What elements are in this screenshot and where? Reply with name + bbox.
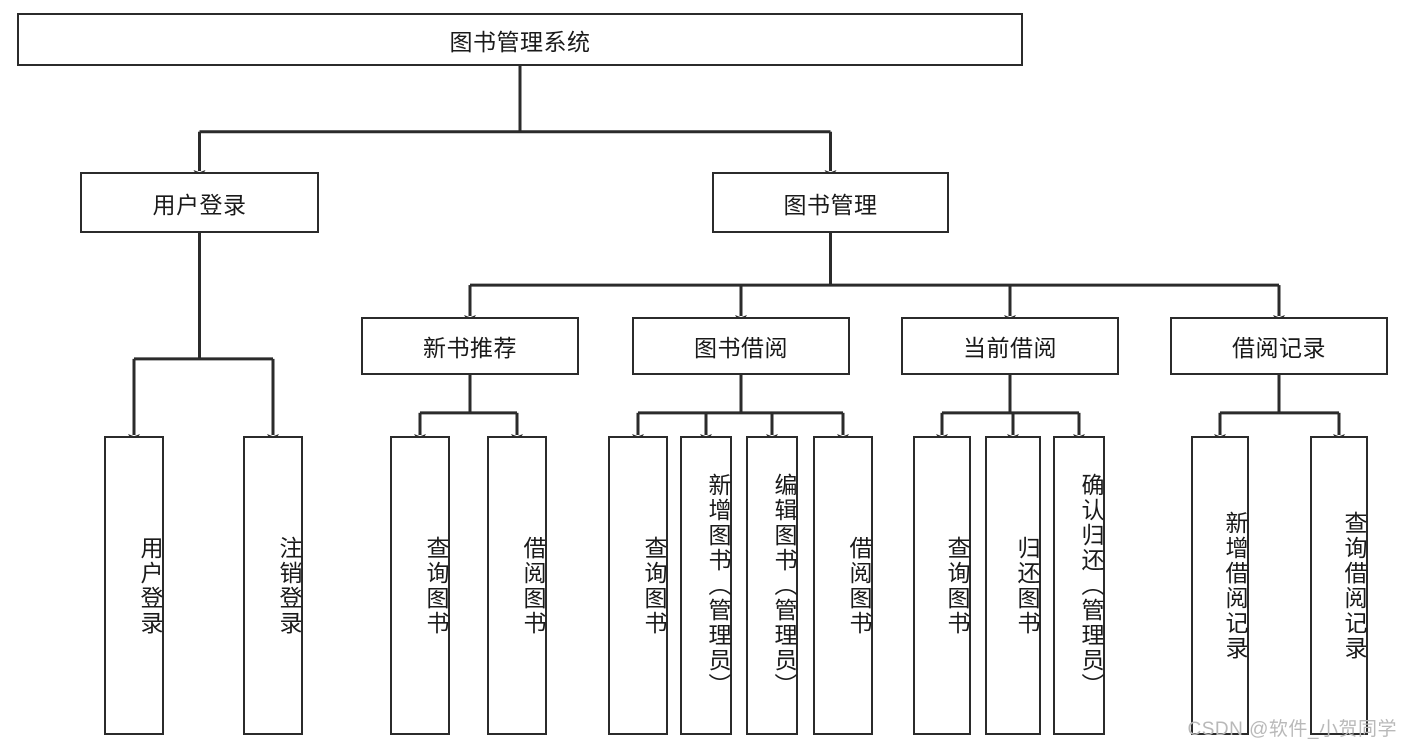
node-book-borrow[interactable]: 图书借阅: [632, 317, 850, 375]
leaf-query-book-cur[interactable]: 查询图书: [913, 436, 971, 735]
leaf-return-book-label: 归还图书: [1014, 535, 1040, 636]
leaf-user-login-label: 用户登录: [137, 535, 163, 636]
leaf-borrow-book-rec[interactable]: 借阅图书: [487, 436, 547, 735]
leaf-user-login[interactable]: 用户登录: [104, 436, 164, 735]
leaf-return-book[interactable]: 归还图书: [985, 436, 1041, 735]
leaf-borrow-book-rec-label: 借阅图书: [520, 535, 546, 636]
node-new-book-recommend-label: 新书推荐: [423, 335, 517, 361]
leaf-query-borrow-record[interactable]: 查询借阅记录: [1310, 436, 1368, 735]
leaf-query-book-borrow-label: 查询图书: [641, 535, 667, 636]
leaf-query-book-borrow[interactable]: 查询图书: [608, 436, 668, 735]
leaf-edit-book[interactable]: 编辑图书（管理员）: [746, 436, 798, 735]
node-root[interactable]: 图书管理系统: [17, 13, 1023, 66]
node-book-management-label: 图书管理: [783, 191, 878, 218]
node-user-login-label: 用户登录: [152, 191, 247, 218]
leaf-query-book-rec[interactable]: 查询图书: [390, 436, 450, 735]
node-user-login[interactable]: 用户登录: [80, 172, 319, 233]
node-root-label: 图书管理系统: [449, 28, 591, 55]
node-borrow-record[interactable]: 借阅记录: [1170, 317, 1388, 375]
leaf-logout-label: 注销登录: [276, 535, 302, 636]
leaf-add-book[interactable]: 新增图书（管理员）: [680, 436, 732, 735]
node-book-borrow-label: 图书借阅: [694, 335, 788, 361]
node-book-management[interactable]: 图书管理: [712, 172, 949, 233]
node-borrow-record-label: 借阅记录: [1232, 335, 1326, 361]
node-current-borrow[interactable]: 当前借阅: [901, 317, 1119, 375]
node-current-borrow-label: 当前借阅: [963, 335, 1057, 361]
watermark-text: CSDN @软件_小贺同学: [1187, 719, 1397, 740]
leaf-query-borrow-record-label: 查询借阅记录: [1341, 510, 1367, 661]
leaf-confirm-return[interactable]: 确认归还（管理员）: [1053, 436, 1105, 735]
leaf-confirm-return-label: 确认归还（管理员）: [1078, 473, 1104, 698]
leaf-borrow-book[interactable]: 借阅图书: [813, 436, 873, 735]
leaf-logout[interactable]: 注销登录: [243, 436, 303, 735]
leaf-add-borrow-record-label: 新增借阅记录: [1222, 510, 1248, 661]
leaf-borrow-book-label: 借阅图书: [846, 535, 872, 636]
leaf-edit-book-label: 编辑图书（管理员）: [771, 473, 797, 698]
node-new-book-recommend[interactable]: 新书推荐: [361, 317, 579, 375]
leaf-add-borrow-record[interactable]: 新增借阅记录: [1191, 436, 1249, 735]
leaf-add-book-label: 新增图书（管理员）: [705, 473, 731, 698]
leaf-query-book-rec-label: 查询图书: [423, 535, 449, 636]
leaf-query-book-cur-label: 查询图书: [944, 535, 970, 636]
